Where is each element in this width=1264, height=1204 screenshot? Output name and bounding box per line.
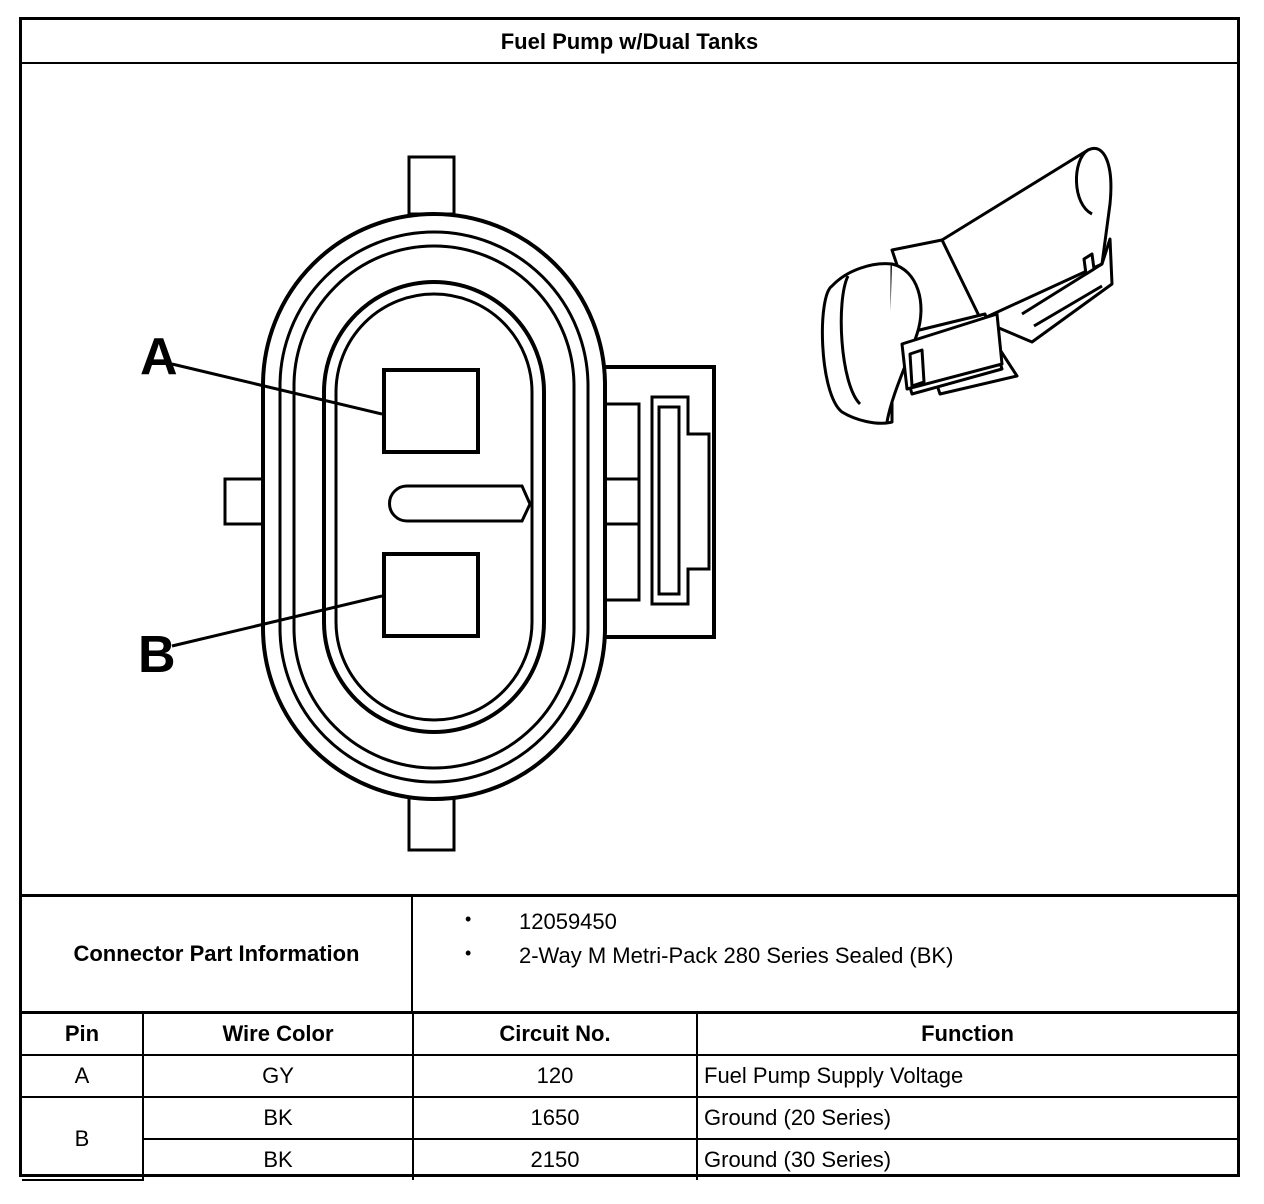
connector-part-info-label: Connector Part Information (22, 897, 413, 1011)
connector-inner-ring (322, 280, 546, 734)
header-pin: Pin (22, 1014, 144, 1056)
header-function: Function (696, 1014, 1237, 1056)
callout-label-b: B (138, 626, 176, 684)
connector-drawing-svg: A B (138, 146, 1114, 852)
part-number: 12059450 (519, 909, 617, 934)
connector-description: 2-Way M Metri-Pack 280 Series Sealed (BK… (519, 943, 954, 968)
polarizing-key (388, 484, 532, 523)
bullet-icon: • (465, 909, 472, 929)
connector-bottom-tab (407, 795, 456, 852)
cell-pin: B (22, 1096, 144, 1181)
table-row: BK 2150 Ground (30 Series) (22, 1138, 1237, 1180)
pin-table: Pin Wire Color Circuit No. Function A GY… (22, 1014, 1237, 1181)
cell-function: Ground (30 Series) (696, 1138, 1237, 1180)
connector-outer-ring (261, 212, 607, 801)
terminal-cavity-b (382, 552, 480, 638)
connector-diagram: A B (22, 64, 1237, 894)
table-row: A GY 120 Fuel Pump Supply Voltage (22, 1054, 1237, 1098)
cell-circuit: 120 (412, 1054, 698, 1098)
terminal-cavity-a (382, 368, 480, 454)
cell-wire-color: BK (142, 1096, 414, 1140)
cell-function: Fuel Pump Supply Voltage (696, 1054, 1237, 1098)
header-circuit: Circuit No. (412, 1014, 698, 1056)
cell-circuit: 1650 (412, 1096, 698, 1140)
bullet-icon: • (465, 943, 472, 963)
connector-isometric-view (820, 146, 1114, 425)
connector-latch-housing (595, 365, 716, 639)
cell-wire-color: BK (143, 1138, 414, 1180)
connector-top-tab (407, 155, 456, 216)
connector-part-info: Connector Part Information • 12059450 • … (22, 894, 1237, 1014)
cell-function: Ground (20 Series) (696, 1096, 1237, 1140)
connector-latch-clip (650, 395, 711, 606)
header-wire-color: Wire Color (142, 1014, 414, 1056)
callout-line-b (171, 594, 383, 648)
table-header-row: Pin Wire Color Circuit No. Function (22, 1014, 1237, 1056)
cell-pin: A (22, 1054, 144, 1098)
connector-left-tab (223, 477, 267, 526)
cell-wire-color: GY (142, 1054, 414, 1098)
table-row: B BK 1650 Ground (20 Series) (22, 1096, 1237, 1181)
callout-line-a (171, 362, 383, 416)
connector-info-sheet: Fuel Pump w/Dual Tanks (19, 17, 1240, 1181)
cell-circuit: 2150 (412, 1138, 698, 1180)
page-title: Fuel Pump w/Dual Tanks (22, 20, 1237, 64)
callout-label-a: A (140, 328, 178, 386)
connector-part-info-list: • 12059450 • 2-Way M Metri-Pack 280 Seri… (413, 897, 1237, 1011)
